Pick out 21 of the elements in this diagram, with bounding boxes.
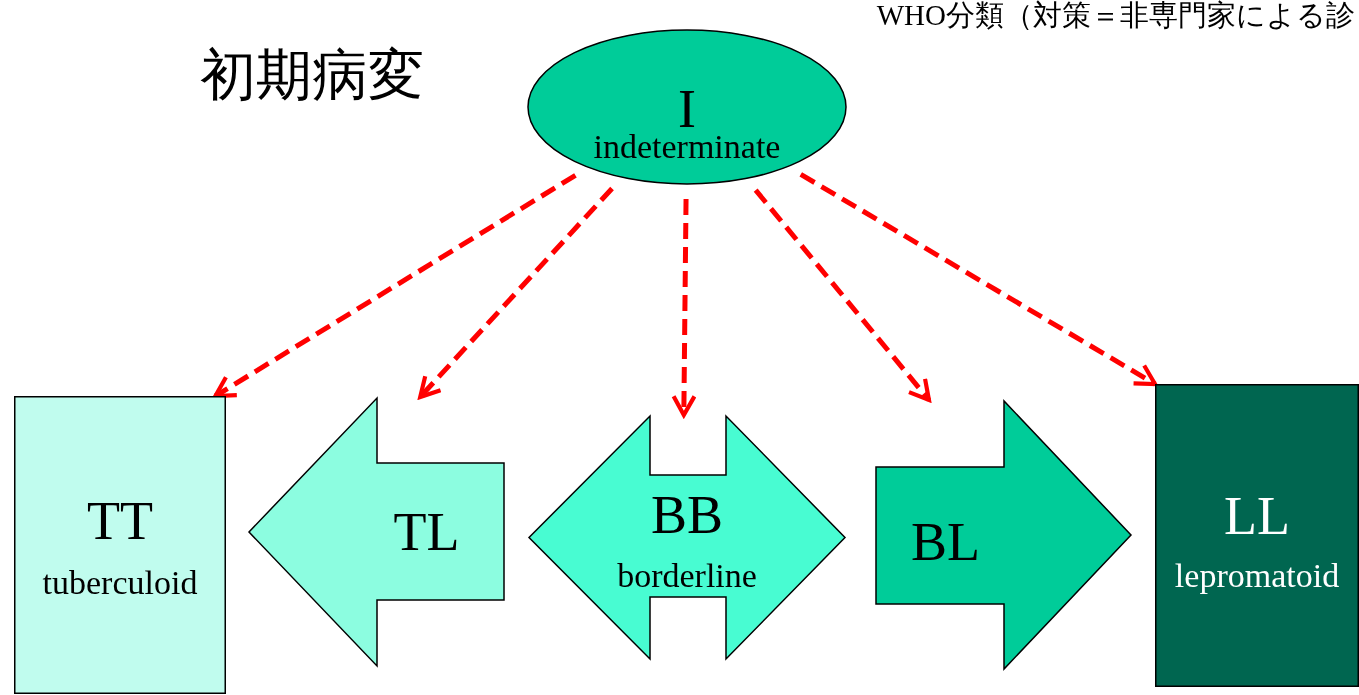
node-label: BB — [649, 485, 724, 545]
arrow — [418, 186, 614, 400]
right-arrow-shape — [875, 400, 1132, 670]
node-sublabel: tuberculoid — [41, 563, 199, 603]
heading-label: 初期病変 — [200, 41, 424, 109]
arrow — [799, 172, 1158, 387]
node-label: TT — [86, 491, 154, 551]
arrow — [213, 173, 577, 399]
left-arrow-shape — [248, 397, 505, 667]
arrow — [753, 188, 932, 403]
rectangle-node — [1155, 384, 1359, 687]
ellipse-node — [527, 29, 847, 185]
title: WHO分類（対策＝非専門家による診 — [876, 0, 1355, 33]
node-sublabel: lepromatoid — [1173, 556, 1341, 596]
node-sublabel: borderline — [616, 556, 758, 596]
node-label: BL — [910, 512, 981, 572]
node-label: TL — [392, 502, 461, 562]
node-label: LL — [1223, 486, 1291, 546]
arrow — [671, 198, 697, 418]
double-arrow-shape — [528, 415, 846, 660]
rectangle-node — [14, 396, 226, 694]
